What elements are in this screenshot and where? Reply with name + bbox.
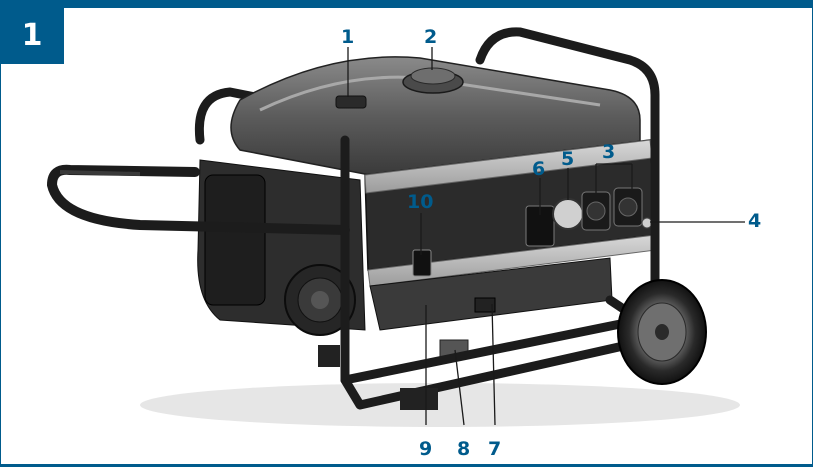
callout-7: 7 (488, 438, 502, 460)
callout-6: 6 (532, 158, 546, 180)
leader-8 (454, 349, 465, 426)
callout-3: 3 (602, 141, 616, 163)
leader-lines (347, 47, 745, 426)
callout-9: 9 (419, 438, 433, 460)
voltmeter (552, 198, 584, 230)
fuel-gauge (335, 95, 367, 109)
callout-5: 5 (561, 148, 575, 170)
foot-front (400, 388, 438, 410)
rear-frame (475, 27, 660, 295)
callout-2: 2 (424, 26, 438, 48)
figure-top-bar (0, 0, 813, 8)
callout-8: 8 (457, 438, 471, 460)
engine-switch (412, 249, 432, 277)
foot-left (318, 345, 340, 367)
engine-cover (204, 174, 266, 306)
callout-10: 10 (407, 191, 434, 213)
figure-bottom-line (0, 464, 813, 467)
leader-7 (491, 303, 496, 426)
oil-filler (474, 297, 496, 313)
figure-number-badge: 1 (0, 8, 64, 64)
callout-4: 4 (748, 210, 762, 232)
fuel-cap-top (410, 67, 456, 85)
front-frame (194, 87, 325, 145)
callout-1: 1 (341, 26, 355, 48)
ground-shadow (140, 383, 740, 427)
leader-3 (595, 163, 633, 200)
fuel-tank (230, 56, 641, 176)
